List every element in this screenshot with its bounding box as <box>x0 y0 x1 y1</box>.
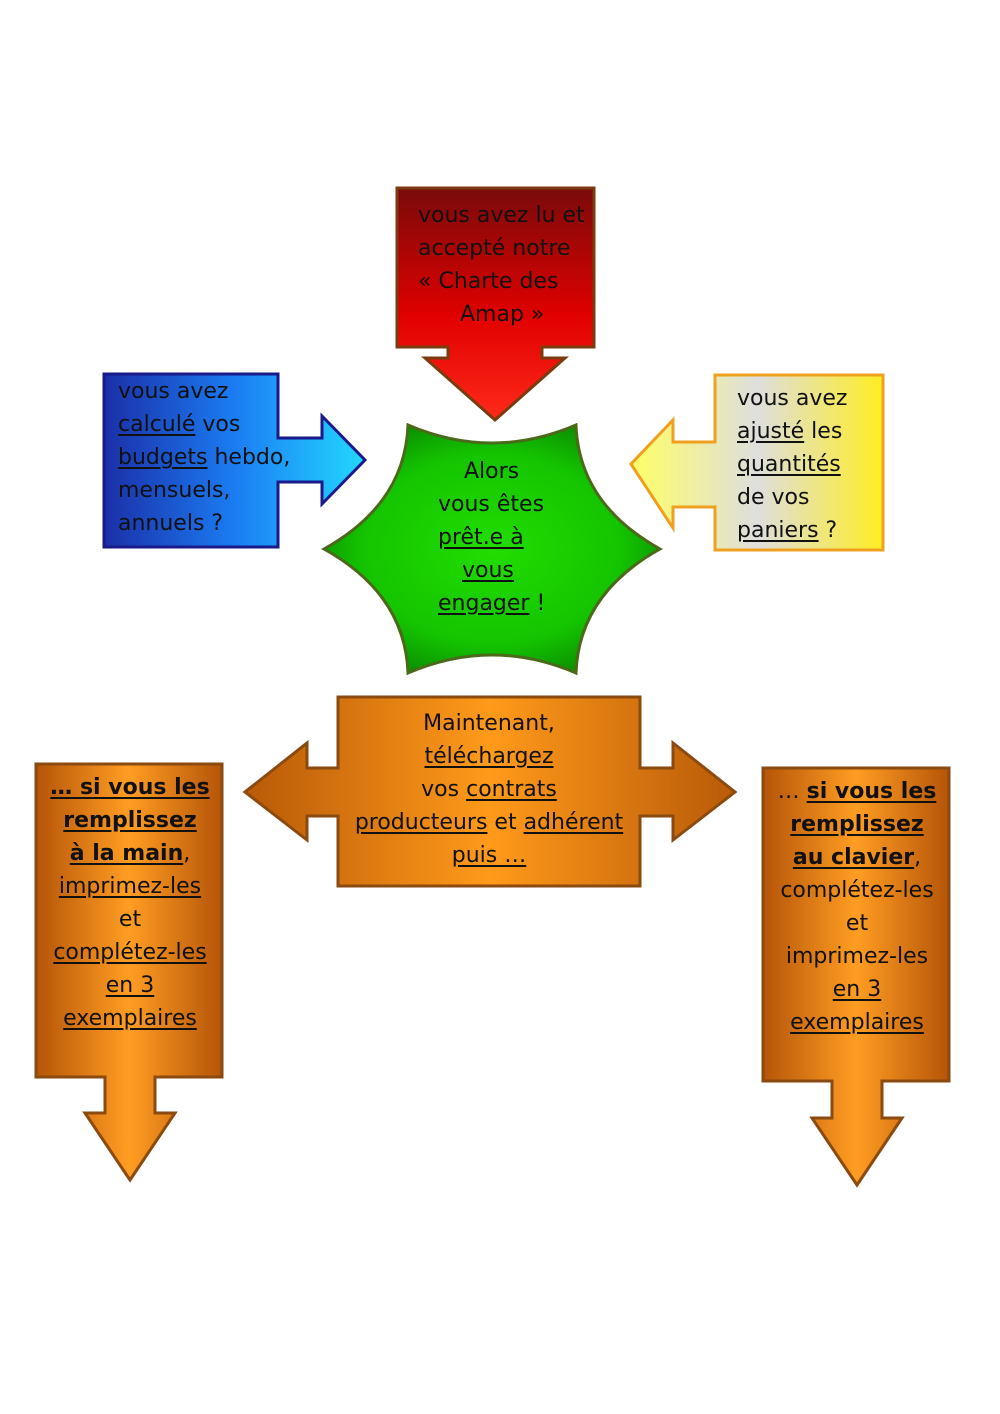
left-arrow-shape <box>102 372 368 549</box>
star-line-2: vous êtes <box>438 492 545 517</box>
a-la-main-link: à la main <box>69 841 184 866</box>
center-star-text: Alors vous êtes prêt.e à vous engager ! <box>428 455 553 620</box>
telechargez-link[interactable]: téléchargez <box>424 744 554 769</box>
completez-les-link: complétez-les <box>53 940 207 965</box>
middle-box-text: Maintenant, téléchargez vos contrats pro… <box>340 707 638 872</box>
left-line-3: budgets hebdo, <box>118 441 298 474</box>
bottom-right-arrow-shape <box>761 766 951 1188</box>
star-line-5: engager ! <box>428 587 553 620</box>
br-exemplaires-link: exemplaires <box>790 1010 924 1035</box>
br-line-2: remplissez <box>790 812 924 837</box>
quantites-link: quantités <box>737 452 841 477</box>
br-line-7: en 3 <box>765 973 949 1006</box>
imprimez-les-link: imprimez-les <box>58 874 202 899</box>
br-line-8: exemplaires <box>765 1006 949 1039</box>
middle-double-arrow-shape <box>242 695 738 888</box>
vous-link: vous <box>462 558 514 583</box>
adherent-link[interactable]: adhérent <box>523 810 624 835</box>
top-arrow-shape <box>395 186 596 423</box>
puis-link: puis … <box>451 843 527 868</box>
br-line-3-rest: , <box>914 845 922 870</box>
middle-line-3-pre: vos <box>421 777 467 802</box>
si-vous-les-link: si vous les <box>806 779 937 804</box>
right-line-1: vous avez <box>737 386 848 411</box>
left-line-2-rest: vos <box>195 412 241 437</box>
right-line-5: paniers ? <box>737 514 877 547</box>
br-line-3: au clavier, <box>765 841 949 874</box>
top-line-2: accepté notre <box>418 236 571 261</box>
bl-line-3: à la main, <box>38 837 222 870</box>
bl-line-8: exemplaires <box>38 1002 222 1035</box>
br-line-1-pre: … <box>777 779 807 804</box>
paniers-link: paniers <box>737 518 819 543</box>
producteurs-link[interactable]: producteurs <box>354 810 488 835</box>
br-line-5: et <box>845 911 869 936</box>
top-box-text: vous avez lu et accepté notre « Charte d… <box>418 199 588 331</box>
middle-line-4: producteurs et adhérent <box>340 806 638 839</box>
br-en-3-link: en 3 <box>832 977 882 1002</box>
budgets-link: budgets <box>118 445 208 470</box>
bottom-left-arrow-shape <box>34 762 224 1183</box>
middle-line-2: téléchargez <box>340 740 638 773</box>
left-line-4: mensuels, <box>118 478 231 503</box>
center-star-shape <box>320 422 664 676</box>
en-3-link: en 3 <box>105 973 155 998</box>
bottom-left-text: … si vous les remplissez à la main, impr… <box>38 771 222 1035</box>
bl-line-3-rest: , <box>183 841 191 866</box>
middle-line-4-mid: et <box>487 810 524 835</box>
contrats-link[interactable]: contrats <box>466 777 557 802</box>
left-line-1: vous avez <box>118 379 229 404</box>
br-line-6: imprimez-les <box>785 944 929 969</box>
br-line-4: complétez-les <box>780 878 934 903</box>
pret-link: prêt.e à <box>438 525 524 550</box>
right-line-4: de vos <box>737 485 810 510</box>
bottom-right-text: … si vous les remplissez au clavier, com… <box>765 775 949 1039</box>
star-line-5-rest: ! <box>529 591 546 616</box>
right-arrow-shape <box>629 373 885 552</box>
bl-line-5: et <box>118 907 142 932</box>
bl-line-7: en 3 <box>38 969 222 1002</box>
right-line-2: ajusté les <box>737 415 877 448</box>
right-box-text: vous avez ajusté les quantités de vos pa… <box>737 382 877 547</box>
middle-line-3: vos contrats <box>340 773 638 806</box>
engager-link: engager <box>438 591 530 616</box>
top-line-4: Amap » <box>460 302 545 327</box>
bl-line-4: imprimez-les <box>38 870 222 903</box>
star-line-1: Alors <box>464 459 520 484</box>
left-line-5: annuels ? <box>118 511 224 536</box>
top-line-3: « Charte des <box>418 269 559 294</box>
right-line-3: quantités <box>737 448 877 481</box>
ajuste-link: ajusté <box>737 419 805 444</box>
middle-line-5: puis … <box>340 839 638 872</box>
au-clavier-link: au clavier <box>792 845 915 870</box>
exemplaires-link: exemplaires <box>63 1006 197 1031</box>
star-line-4: vous <box>428 554 553 587</box>
left-box-text: vous avez calculé vos budgets hebdo, men… <box>118 375 298 540</box>
right-line-5-rest: ? <box>818 518 838 543</box>
left-line-2: calculé vos <box>118 408 298 441</box>
middle-line-1: Maintenant, <box>423 711 555 736</box>
bl-line-1: … si vous les <box>50 775 210 800</box>
right-line-2-rest: les <box>804 419 843 444</box>
br-line-1: … si vous les <box>765 775 949 808</box>
left-line-3-rest: hebdo, <box>207 445 291 470</box>
bl-line-6: complétez-les <box>38 936 222 969</box>
calcule-link: calculé <box>118 412 196 437</box>
top-line-1: vous avez lu et <box>418 203 585 228</box>
star-line-3: prêt.e à <box>428 521 553 554</box>
bl-line-2: remplissez <box>63 808 197 833</box>
